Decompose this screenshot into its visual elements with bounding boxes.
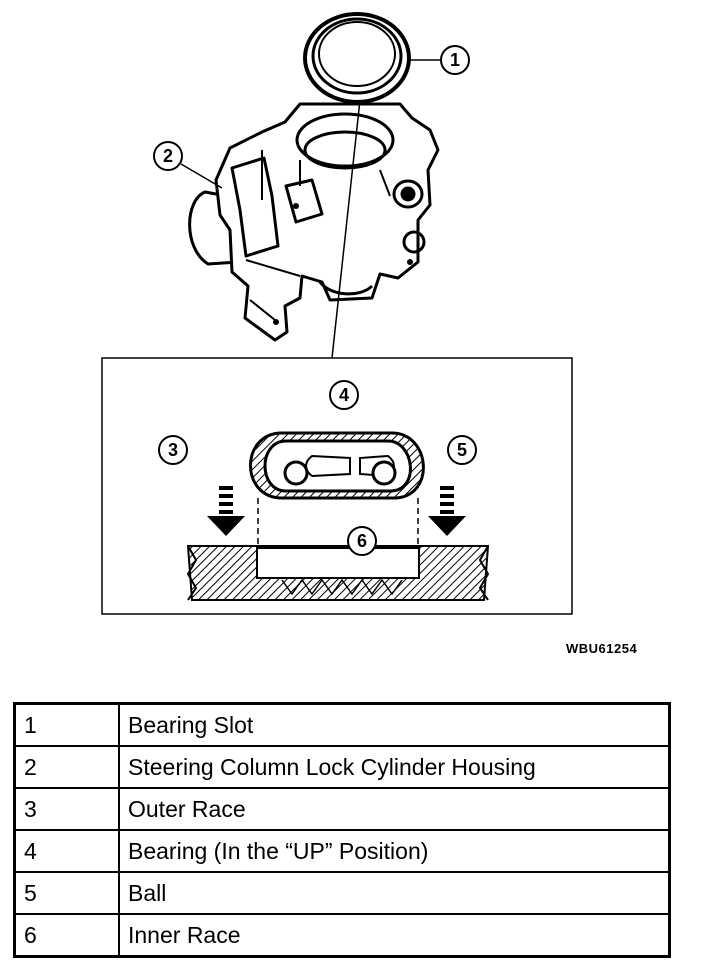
- legend-row: 1 Bearing Slot: [13, 702, 671, 747]
- legend-row: 5 Ball: [13, 871, 671, 915]
- callout-1: 1: [440, 45, 470, 75]
- callout-3-label: 3: [168, 440, 178, 460]
- callout-5: 5: [447, 435, 477, 465]
- press-arrow-right: [428, 486, 466, 536]
- legend-number: 5: [13, 871, 120, 915]
- figure-code: WBU61254: [566, 641, 638, 656]
- callout-2-label: 2: [163, 146, 173, 166]
- legend-number: 2: [13, 745, 120, 789]
- legend-row: 6 Inner Race: [13, 913, 671, 958]
- legend-number: 3: [13, 787, 120, 831]
- callout-4: 4: [329, 380, 359, 410]
- detail-inset: 3 4 5 6: [101, 357, 573, 615]
- callout-2: 2: [153, 141, 183, 171]
- legend-label: Inner Race: [118, 913, 671, 958]
- callout-4-label: 4: [339, 385, 349, 405]
- legend-table: 1 Bearing Slot 2 Steering Column Lock Cy…: [13, 702, 671, 958]
- callout-6-label: 6: [357, 531, 367, 551]
- mounting-surface: [186, 545, 490, 601]
- drop-guides: [257, 498, 419, 548]
- legend-label: Bearing Slot: [118, 702, 671, 747]
- lock-cylinder-housing: [188, 102, 440, 342]
- bearing-cross-section: [249, 431, 425, 500]
- legend-row: 4 Bearing (In the “UP” Position): [13, 829, 671, 873]
- legend-label: Outer Race: [118, 787, 671, 831]
- legend-label: Bearing (In the “UP” Position): [118, 829, 671, 873]
- legend-label: Steering Column Lock Cylinder Housing: [118, 745, 671, 789]
- legend-label: Ball: [118, 871, 671, 915]
- legend-number: 1: [13, 702, 120, 747]
- press-arrow-left: [207, 486, 245, 536]
- callout-6: 6: [347, 526, 377, 556]
- legend-number: 4: [13, 829, 120, 873]
- callout-3: 3: [158, 435, 188, 465]
- callout-5-label: 5: [457, 440, 467, 460]
- legend-row: 3 Outer Race: [13, 787, 671, 831]
- legend-row: 2 Steering Column Lock Cylinder Housing: [13, 745, 671, 789]
- callout-1-label: 1: [450, 50, 460, 70]
- diagram: 1 2: [101, 12, 573, 615]
- legend-number: 6: [13, 913, 120, 958]
- bearing-slot-ring: [303, 12, 411, 104]
